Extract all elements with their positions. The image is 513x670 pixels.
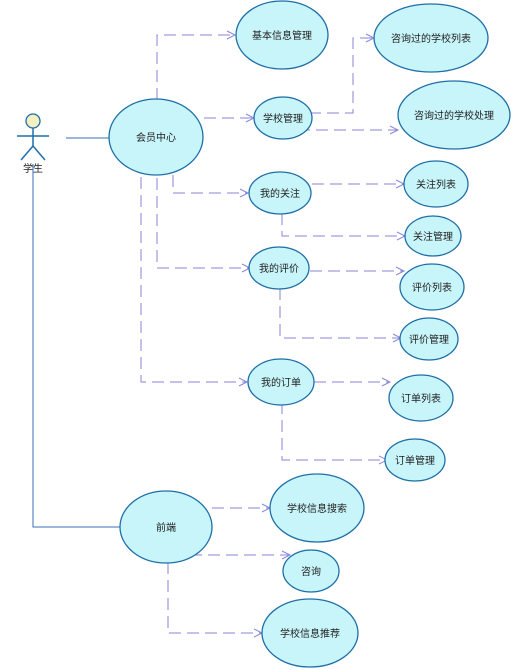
usecase-label: 我的评价 xyxy=(259,262,299,275)
usecase-label: 咨询过的学校列表 xyxy=(391,32,471,45)
usecase-school-recommend[interactable]: 学校信息推荐 xyxy=(261,598,359,668)
dep-review-mgmt xyxy=(279,288,401,339)
usecase-member-center[interactable]: 会员中心 xyxy=(108,98,204,176)
usecase-consulted-list[interactable]: 咨询过的学校列表 xyxy=(373,3,489,73)
actor-leg-left xyxy=(20,145,34,161)
usecase-label: 我的关注 xyxy=(260,187,300,200)
usecase-consulted-handle[interactable]: 咨询过的学校处理 xyxy=(397,80,511,150)
usecase-label: 评价列表 xyxy=(412,281,452,294)
arrowhead-order-list xyxy=(381,377,392,387)
usecase-label: 咨询 xyxy=(301,565,321,578)
usecase-order-mgmt[interactable]: 订单管理 xyxy=(384,438,446,482)
usecase-label: 学校管理 xyxy=(263,112,303,125)
usecase-label: 关注列表 xyxy=(416,178,456,191)
usecase-label: 学校信息推荐 xyxy=(280,627,340,640)
usecase-school-mgmt[interactable]: 学校管理 xyxy=(253,96,313,140)
association-frontend xyxy=(32,164,120,528)
usecase-review-list[interactable]: 评价列表 xyxy=(399,263,465,311)
usecase-basic-info[interactable]: 基本信息管理 xyxy=(235,0,329,70)
usecase-label: 订单列表 xyxy=(401,392,441,405)
usecase-my-follow[interactable]: 我的关注 xyxy=(248,171,312,215)
usecase-label: 评价管理 xyxy=(409,333,449,346)
usecase-follow-mgmt[interactable]: 关注管理 xyxy=(404,215,462,257)
usecase-school-search[interactable]: 学校信息搜索 xyxy=(269,473,365,543)
student-actor: 学生 xyxy=(17,113,49,175)
dep-my-review xyxy=(156,178,250,269)
dep-my-follow xyxy=(172,175,248,194)
arrowhead-consulted-handle xyxy=(389,125,400,135)
dep-consulted-list xyxy=(309,37,374,114)
usecase-label: 会员中心 xyxy=(136,131,176,144)
dep-my-order xyxy=(140,177,247,383)
usecase-order-list[interactable]: 订单列表 xyxy=(388,374,454,422)
usecase-label: 基本信息管理 xyxy=(252,29,312,42)
usecase-label: 我的订单 xyxy=(261,376,301,389)
usecase-review-mgmt[interactable]: 评价管理 xyxy=(399,317,459,361)
usecase-label: 订单管理 xyxy=(395,454,435,467)
actor-head xyxy=(25,113,41,129)
usecase-my-review[interactable]: 我的评价 xyxy=(248,246,310,290)
arrowhead-consult xyxy=(281,550,292,560)
arrowhead-review-list xyxy=(395,266,406,276)
usecase-frontend[interactable]: 前端 xyxy=(119,490,213,564)
dep-order-mgmt xyxy=(281,402,387,461)
dep-school-recommend xyxy=(167,562,262,634)
arrowhead-my-order xyxy=(238,377,249,387)
usecase-my-order[interactable]: 我的订单 xyxy=(247,358,315,406)
usecase-label: 关注管理 xyxy=(413,230,453,243)
arrowhead-my-follow xyxy=(239,188,250,198)
usecase-consult[interactable]: 咨询 xyxy=(282,549,340,593)
actor-label: 学生 xyxy=(23,162,43,175)
usecase-follow-list[interactable]: 关注列表 xyxy=(403,160,469,208)
usecase-label: 咨询过的学校处理 xyxy=(414,109,494,122)
usecase-label: 学校信息搜索 xyxy=(287,502,347,515)
dep-follow-mgmt xyxy=(281,213,405,237)
dep-basic-info xyxy=(156,34,235,100)
actor-leg-right xyxy=(32,145,46,161)
arrowhead-basic-info xyxy=(226,30,237,40)
usecase-label: 前端 xyxy=(156,521,176,534)
